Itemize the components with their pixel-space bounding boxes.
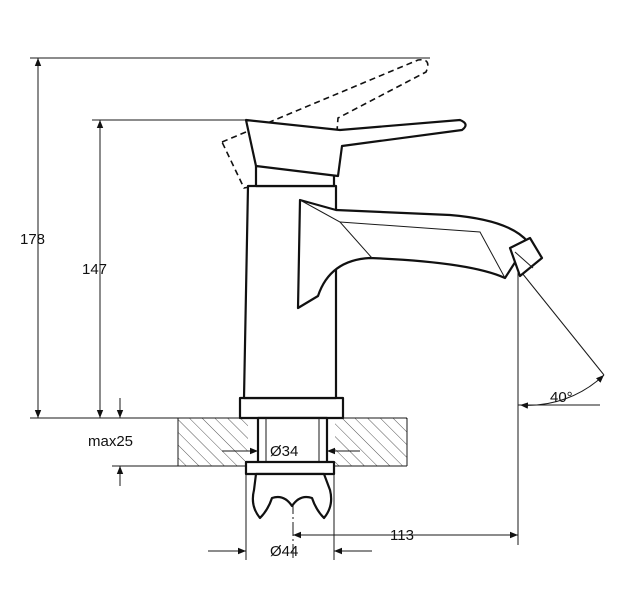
label-body-height: 147 <box>82 261 107 278</box>
mounting-nut <box>251 472 333 520</box>
label-max-thickness: max25 <box>88 433 133 450</box>
shank-upper <box>256 416 329 468</box>
aerator-detail <box>514 251 534 269</box>
base-flange <box>238 396 345 420</box>
spray-angle-line <box>517 267 605 376</box>
countertop-section <box>120 417 408 467</box>
countertop-right <box>335 418 407 466</box>
label-spout-reach: 113 <box>390 527 414 544</box>
label-nut-diameter: Ø44 <box>270 543 298 560</box>
lever-handle <box>244 118 467 178</box>
spout-facet-line-2 <box>339 221 506 279</box>
faucet-outline <box>220 58 544 520</box>
aerator <box>508 236 544 278</box>
lever-raised-dashed <box>220 58 429 189</box>
label-spray-angle: 40° <box>550 389 573 406</box>
mounting-washer <box>244 460 336 476</box>
label-total-height: 178 <box>20 231 45 248</box>
dimension-labels: 178 147 max25 Ø34 Ø44 113 40° <box>20 231 573 560</box>
label-hole-diameter: Ø34 <box>270 443 298 460</box>
countertop-left <box>178 418 248 466</box>
spout <box>296 198 530 310</box>
